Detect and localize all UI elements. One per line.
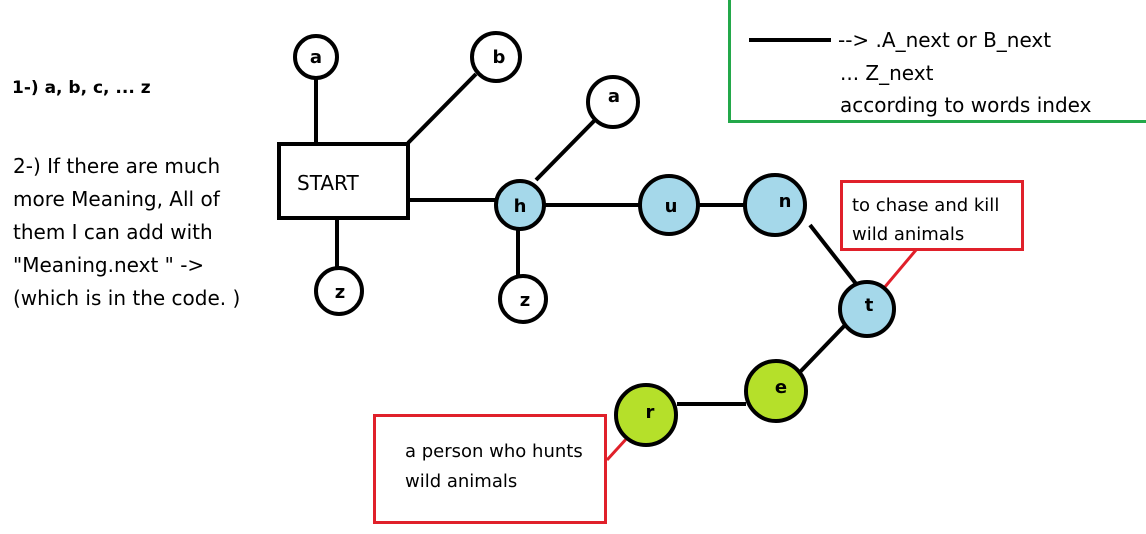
edges: [314, 72, 859, 406]
note-line: (which is in the code. ): [13, 286, 241, 310]
note-line: 2-) If there are much: [13, 154, 221, 178]
edge-t-e: [798, 320, 850, 374]
node-label: z: [520, 290, 530, 311]
note-line: more Meaning, All of: [13, 187, 220, 211]
node-label: a: [608, 86, 620, 107]
legend-line-1: --> .A_next or B_next: [838, 28, 1052, 52]
edge-n-t: [808, 223, 859, 287]
nodes: a b z h a z u n: [293, 31, 896, 447]
callout-line: to chase and kill: [852, 195, 1000, 216]
node-label: u: [665, 196, 678, 217]
callout-line: wild animals: [405, 471, 518, 492]
note-line: "Meaning.next " ->: [13, 253, 205, 277]
edge-start-b: [406, 72, 478, 145]
callout-pointer-hunt: [882, 249, 918, 289]
node-start-z: z: [314, 266, 364, 316]
node-label: t: [865, 295, 874, 316]
node-label: h: [514, 196, 527, 217]
node-h-a: a: [586, 75, 640, 129]
node-label: a: [310, 47, 322, 68]
note-line: them I can add with: [13, 220, 213, 244]
node-n: n: [743, 173, 807, 237]
node-label: r: [646, 402, 655, 423]
legend-line-3: according to words index: [840, 93, 1092, 117]
legend-box: [728, 0, 1146, 123]
callout-pointer-hunter: [605, 435, 630, 462]
node-label: n: [779, 191, 792, 212]
start-node-label: START: [297, 171, 359, 195]
callout-hunt-meaning: to chase and kill wild animals: [840, 180, 1024, 251]
callout-line: wild animals: [852, 224, 965, 245]
node-u: u: [638, 174, 700, 236]
list-title: 1-) a, b, c, ... z: [12, 78, 151, 98]
callout-hunter-meaning: a person who hunts wild animals: [373, 414, 607, 524]
legend-line-2: ... Z_next: [840, 61, 934, 85]
node-t: t: [838, 280, 896, 338]
edge-h-a: [534, 118, 597, 182]
callout-line: a person who hunts: [405, 441, 583, 462]
node-start-a: a: [293, 34, 339, 80]
node-label: z: [335, 282, 345, 303]
note-text: 2-) If there are much more Meaning, All …: [13, 150, 240, 315]
node-h-z: z: [498, 274, 548, 324]
node-start-b: b: [470, 31, 522, 83]
legend-line-sample: [749, 38, 831, 42]
node-r: r: [614, 383, 678, 447]
node-e: e: [744, 359, 808, 423]
node-label: b: [493, 47, 506, 68]
node-label: e: [775, 377, 787, 398]
node-h: h: [494, 179, 546, 231]
callout-pointers: [605, 249, 918, 462]
start-node-box: [277, 142, 410, 220]
